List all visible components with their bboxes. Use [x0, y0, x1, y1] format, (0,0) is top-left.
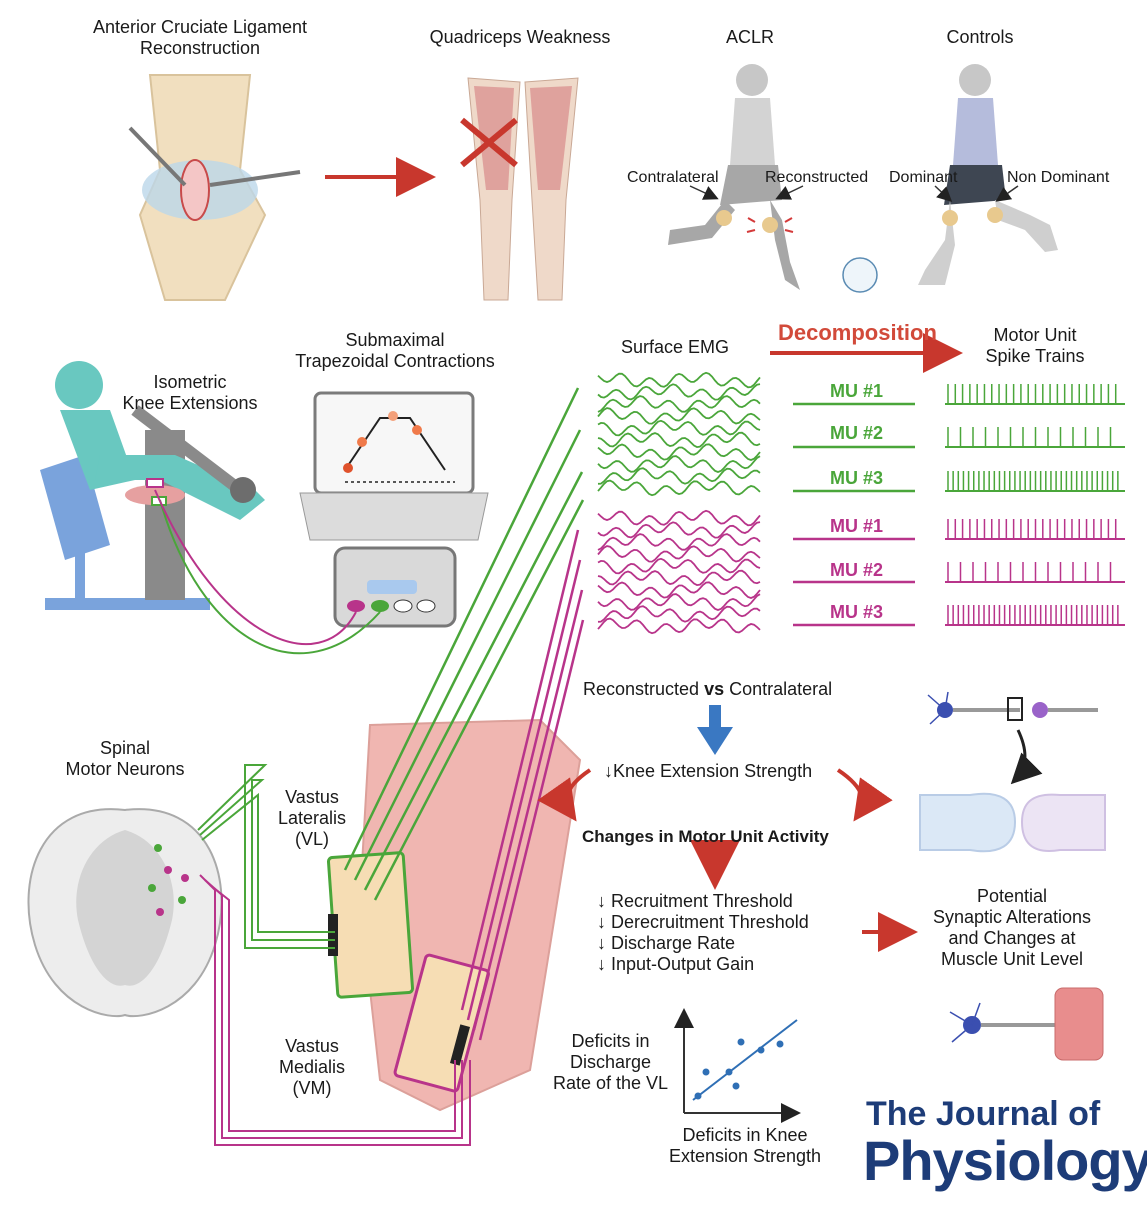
label-vastus-lateralis: Vastus Lateralis (VL) [277, 787, 347, 849]
label-vastus-medialis: Vastus Medialis (VM) [278, 1036, 346, 1098]
emg-trace [597, 521, 761, 539]
label-potential: Potential Synaptic Alterations and Chang… [932, 886, 1092, 969]
vm-electrode-grid [393, 953, 490, 1093]
finding-item-3: ↓ Discharge Rate [597, 933, 736, 953]
emg-trace [597, 557, 761, 575]
emg-trace [597, 533, 761, 551]
scatter-ylabel: Deficits in Discharge Rate of the VL [552, 1031, 669, 1093]
label-vl-mu-3: MU #3 [830, 468, 884, 488]
label-aclr-group: ACLR [725, 27, 774, 47]
curved-arrow-left [537, 768, 592, 822]
spinal-cord-illustration [27, 808, 223, 1018]
spinal-vl-cables [197, 764, 335, 949]
finding-item-1: ↓ Recruitment Threshold [597, 891, 793, 911]
label-aclr-surgery: Anterior Cruciate Ligament Reconstructio… [92, 17, 308, 58]
laptop-illustration [299, 391, 489, 541]
emg-trace [597, 443, 761, 461]
emg-trace [597, 545, 761, 563]
vl-electrode-grid [326, 851, 415, 999]
knee-surgery-illustration [128, 74, 301, 301]
emg-trace [597, 383, 761, 401]
label-vm-mu-2: MU #2 [830, 560, 884, 580]
label-reconstructed: Reconstructed [765, 169, 869, 186]
neuron-muscle-illustration [949, 987, 1104, 1061]
emg-trace [597, 419, 761, 437]
label-quad-weakness: Quadriceps Weakness [429, 27, 611, 47]
label-controls-group: Controls [946, 27, 1014, 47]
motor-unit-baselines [793, 402, 915, 627]
emg-trace [597, 479, 761, 497]
emg-trace [597, 569, 761, 587]
emg-trace [597, 407, 761, 425]
emg-trace [597, 617, 761, 635]
emg-trace [597, 605, 761, 623]
label-strength: ↓Knee Extension Strength [604, 761, 813, 781]
neuron-pair-illustration [927, 691, 1098, 725]
label-vl-mu-2: MU #2 [830, 423, 884, 443]
scatter-xlabel: Deficits in Knee Extension Strength [668, 1125, 822, 1166]
comparison-reconstructed: Reconstructed [583, 679, 705, 699]
comparison-vs: vs [704, 679, 725, 699]
vl-emg-cables [343, 387, 585, 901]
emg-trace [597, 581, 761, 599]
label-isometric: Isometric Knee Extensions [122, 372, 258, 413]
comparison-contralateral: Contralateral [724, 679, 833, 699]
soccer-ball-icon [842, 257, 878, 293]
journal-title-line2: Physiology [863, 1129, 1147, 1192]
label-decomposition: Decomposition [778, 320, 937, 345]
vl-surface-emg-traces [597, 371, 761, 497]
synapse-illustration [919, 792, 1106, 853]
label-changes: Changes in Motor Unit Activity [582, 827, 829, 846]
scatter-plot [674, 1008, 801, 1123]
emg-trace [597, 371, 761, 389]
emg-trace [597, 467, 761, 485]
label-spike-trains: Motor Unit Spike Trains [985, 325, 1085, 366]
vm-surface-emg-traces [597, 509, 761, 635]
label-contralateral: Contralateral [627, 169, 719, 186]
emg-trace [597, 455, 761, 473]
emg-trace [597, 509, 761, 527]
blue-down-arrow [697, 705, 733, 755]
emg-trace [597, 593, 761, 611]
emg-amplifier-illustration [333, 546, 457, 628]
label-vl-mu-1: MU #1 [830, 381, 884, 401]
aclr-runner-illustration [668, 64, 804, 290]
finding-item-2: ↓ Derecruitment Threshold [597, 912, 809, 932]
label-dominant: Dominant [889, 169, 958, 186]
label-non-dominant: Non Dominant [1007, 169, 1110, 186]
legs-quadriceps-illustration [460, 77, 579, 301]
label-comparison: Reconstructed vs Contralateral [583, 679, 832, 700]
label-spinal: Spinal Motor Neurons [65, 738, 185, 779]
controls-runner-illustration [918, 64, 1058, 285]
label-vm-mu-3: MU #3 [830, 602, 884, 622]
label-submaximal: Submaximal Trapezoidal Contractions [295, 330, 495, 371]
journal-title-line1: The Journal of [866, 1095, 1101, 1133]
motor-unit-spike-trains [945, 384, 1125, 626]
label-surface-emg: Surface EMG [620, 337, 730, 357]
emg-trace [597, 395, 761, 413]
emg-trace [597, 431, 761, 449]
finding-item-4: ↓ Input-Output Gain [597, 954, 755, 974]
label-vm-mu-1: MU #1 [830, 516, 884, 536]
curved-arrow-right [836, 768, 893, 822]
spinal-vm-cables [199, 874, 471, 1146]
vm-emg-cables [460, 529, 585, 1041]
